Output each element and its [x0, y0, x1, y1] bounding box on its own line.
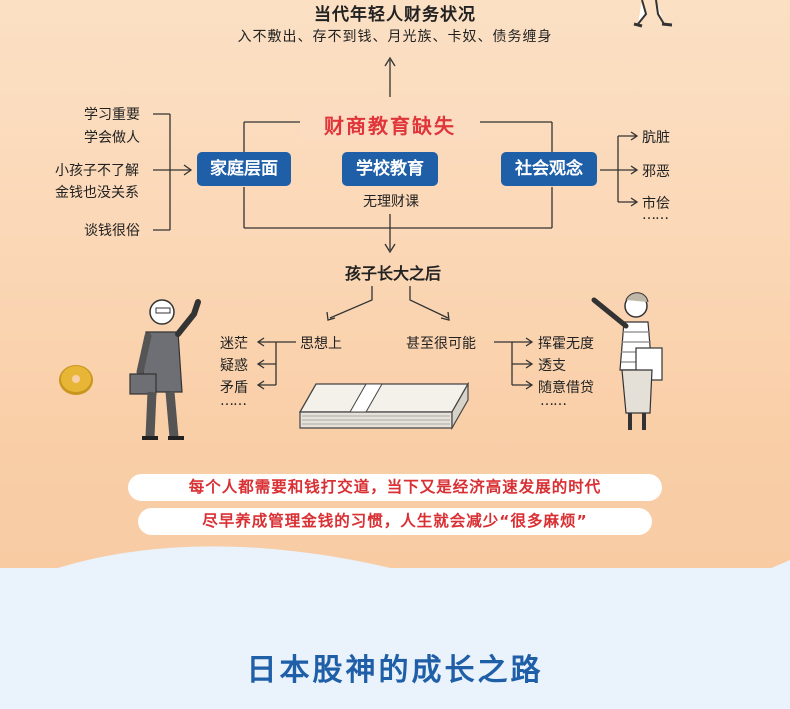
top-title: 当代年轻人财务状况 [314, 5, 476, 25]
highlight-line-1: 每个人都需要和钱打交道，当下又是经济高速发展的时代 [128, 474, 662, 501]
right-note-ellipsis: …… [642, 207, 669, 223]
left-note: 学会做人 [84, 130, 140, 146]
money-stack-illustration [298, 382, 470, 431]
right-item: 随意借贷 [538, 380, 594, 396]
right-item-ellipsis: …… [540, 393, 567, 409]
center-title: 财商教育缺失 [300, 110, 480, 139]
box-school: 学校教育 [342, 152, 438, 186]
box-family: 家庭层面 [197, 152, 291, 186]
walking-legs-illustration [633, 0, 673, 28]
right-note: 市侩 [642, 196, 670, 212]
left-item-ellipsis: …… [220, 393, 247, 409]
right-branch-label: 甚至很可能 [406, 336, 476, 352]
right-note: 邪恶 [642, 164, 670, 180]
left-note: 谈钱很俗 [84, 223, 140, 239]
school-note: 无理财课 [363, 194, 419, 210]
left-item: 矛盾 [220, 380, 248, 396]
right-item: 挥霍无度 [538, 336, 594, 352]
left-note: 金钱也没关系 [55, 185, 139, 201]
left-item: 迷茫 [220, 336, 248, 352]
left-item: 疑惑 [220, 358, 248, 374]
box-society: 社会观念 [501, 152, 597, 186]
woman-illustration [591, 292, 663, 430]
right-item: 透支 [538, 358, 566, 374]
highlight-line-2: 尽早养成管理金钱的习惯，人生就会减少“很多麻烦” [138, 508, 652, 535]
top-subtitle: 入不敷出、存不到钱、月光族、卡奴、债务缠身 [237, 29, 553, 45]
left-note: 学习重要 [84, 107, 140, 123]
businessman-illustration [129, 299, 201, 440]
section-title: 日本股神的成长之路 [246, 653, 544, 688]
left-branch-label: 思想上 [300, 336, 342, 352]
coin-icon [59, 365, 93, 395]
after-title: 孩子长大之后 [344, 264, 441, 283]
left-note: 小孩子不了解 [55, 163, 139, 179]
right-note: 肮脏 [642, 130, 670, 146]
